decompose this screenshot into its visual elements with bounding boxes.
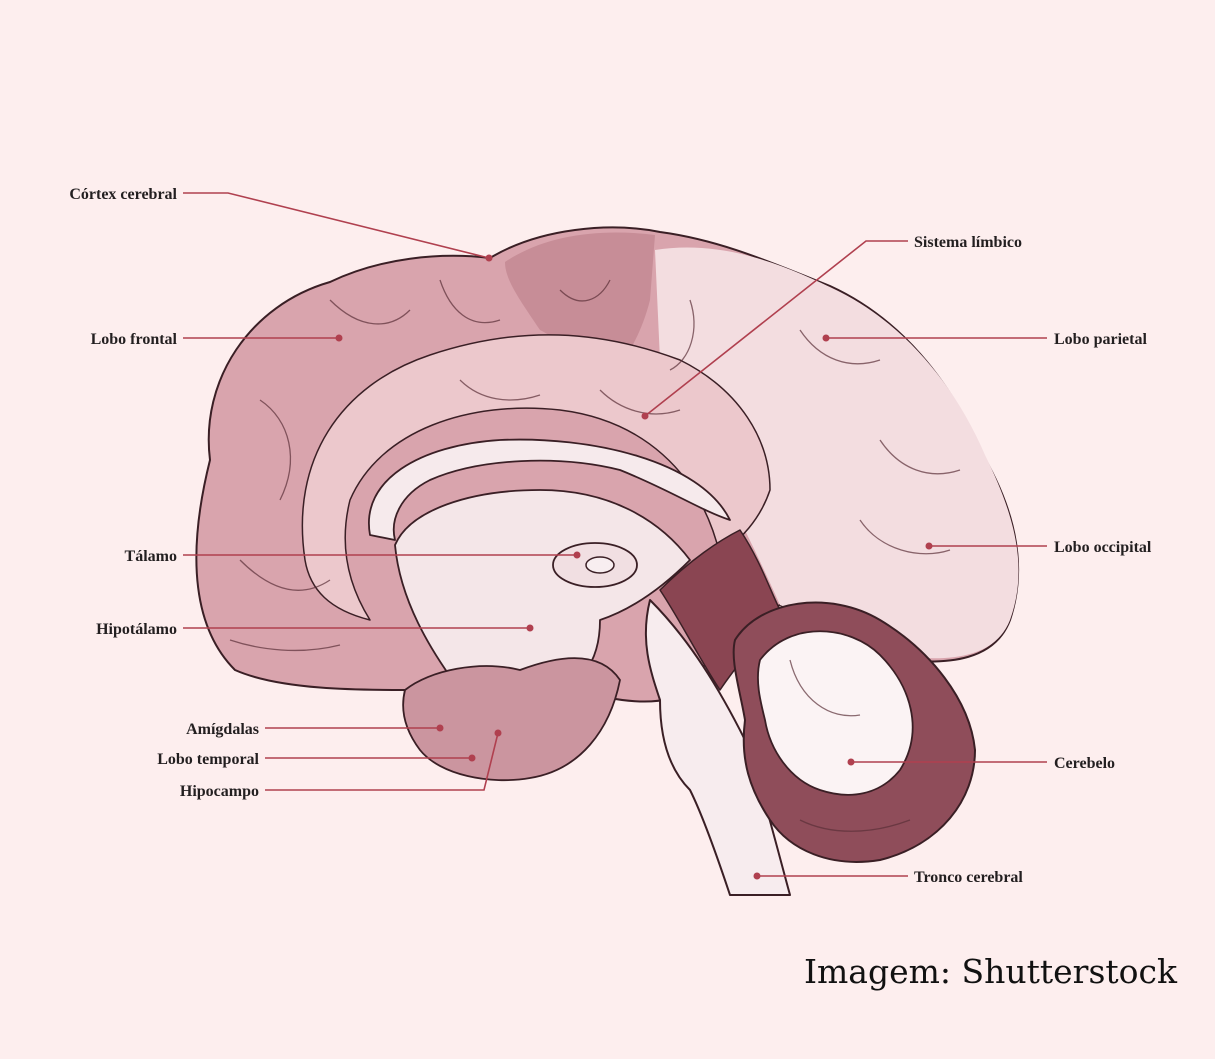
label-cerebelo: Cerebelo (1054, 755, 1115, 772)
leader-dot-hipotalamo (527, 625, 534, 632)
label-lobo-temporal: Lobo temporal (157, 751, 259, 768)
leader-dot-lobo-temporal (469, 755, 476, 762)
label-sistema-limbico: Sistema límbico (914, 234, 1022, 251)
leader-dot-lobo-frontal (336, 335, 343, 342)
label-lobo-parietal: Lobo parietal (1054, 331, 1147, 348)
leader-dot-talamo (574, 552, 581, 559)
leader-dot-hipocampo (495, 730, 502, 737)
leader-dot-cerebelo (848, 759, 855, 766)
leader-dot-amigdalas (437, 725, 444, 732)
leader-dot-lobo-parietal (823, 335, 830, 342)
label-lobo-occipital: Lobo occipital (1054, 539, 1152, 556)
leader-dot-tronco-cerebral (754, 873, 761, 880)
brain-illustration (196, 228, 1018, 895)
label-cortex-cerebral: Córtex cerebral (69, 186, 177, 203)
thalamus-core (586, 557, 614, 573)
leader-dot-cortex-cerebral (486, 255, 493, 262)
label-lobo-frontal: Lobo frontal (91, 331, 178, 348)
label-hipotalamo: Hipotálamo (96, 621, 177, 638)
label-talamo: Tálamo (125, 548, 177, 565)
leader-cortex-cerebral (183, 193, 489, 258)
label-tronco-cerebral: Tronco cerebral (914, 869, 1023, 886)
label-hipocampo: Hipocampo (180, 783, 259, 800)
leader-dot-lobo-occipital (926, 543, 933, 550)
image-credit: Imagem: Shutterstock (804, 952, 1177, 991)
leader-dot-sistema-limbico (642, 413, 649, 420)
label-amigdalas: Amígdalas (186, 721, 259, 738)
temporal-lobe (403, 658, 620, 780)
